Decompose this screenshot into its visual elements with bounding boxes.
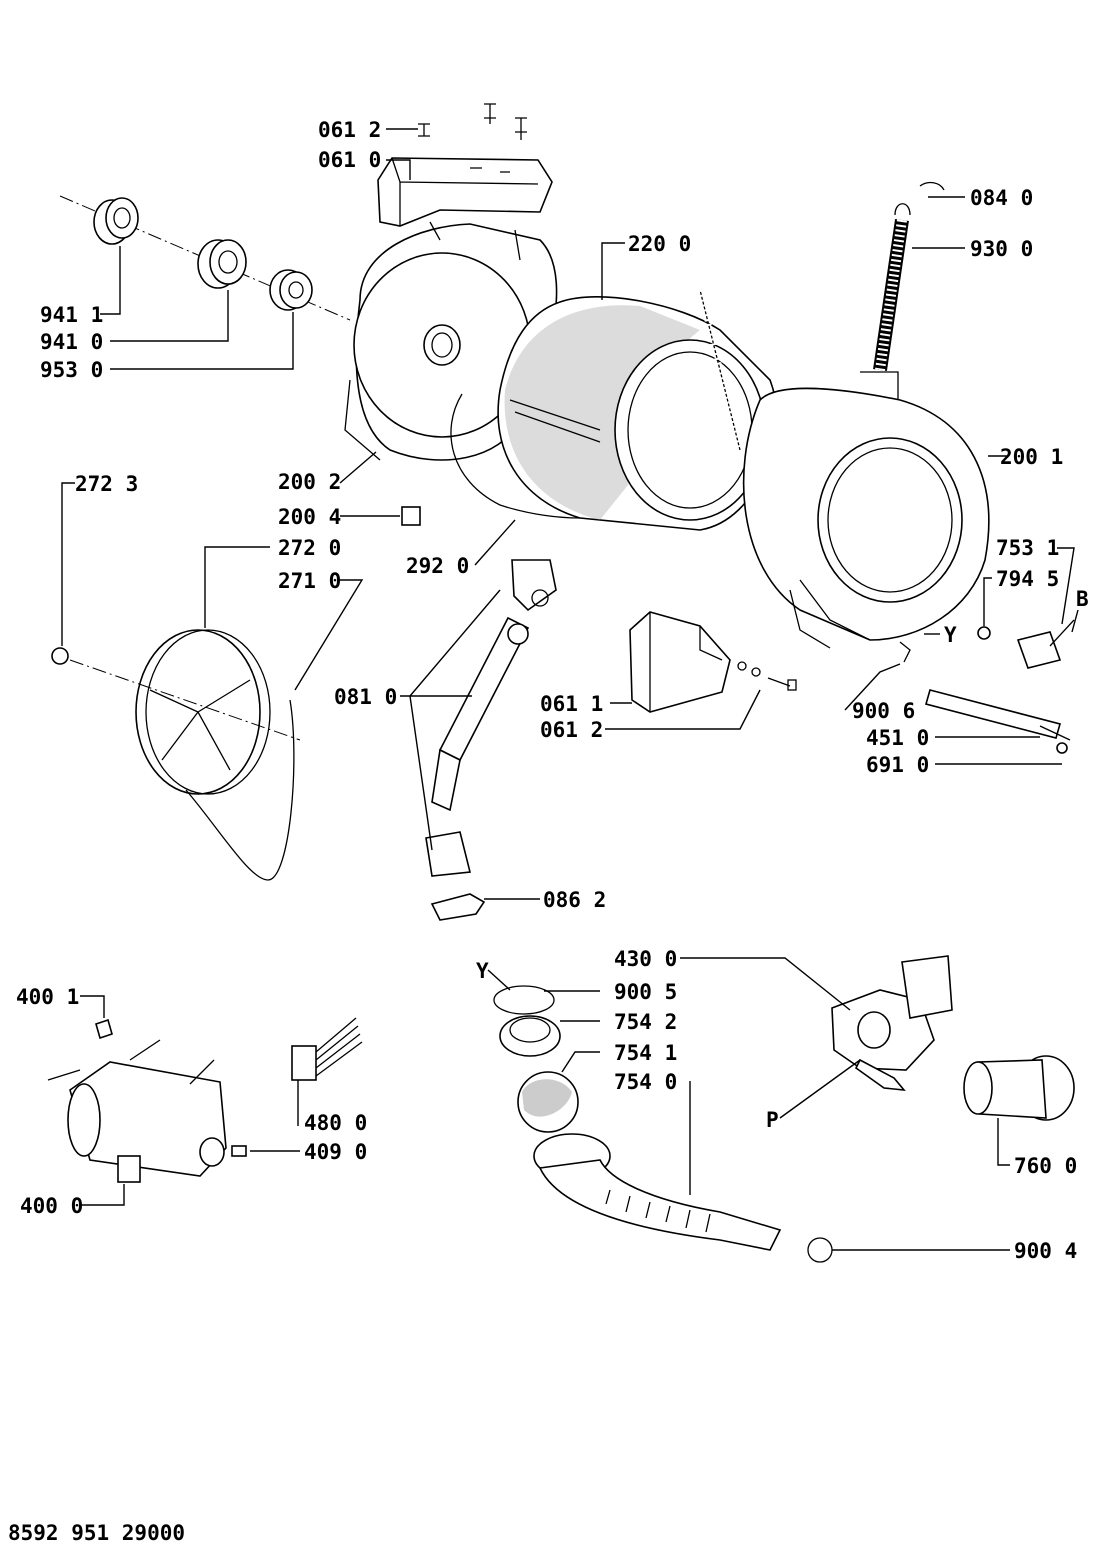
label-930-0: 930 0	[970, 237, 1033, 261]
sump-seal-754-2	[499, 1015, 561, 1057]
label-272-3: 272 3	[75, 472, 138, 496]
spring-hook-084-0	[919, 181, 945, 191]
label-941-0: 941 0	[40, 330, 103, 354]
motor-400-0	[47, 1039, 227, 1183]
sump-hose-754-0	[533, 1133, 782, 1251]
label-086-2: 086 2	[543, 888, 606, 912]
nut-691-0	[1056, 742, 1068, 754]
label-200-2: 200 2	[278, 470, 341, 494]
label-691-0: 691 0	[866, 753, 929, 777]
part-number-labels: 061 2 061 0 084 0 930 0 220 0 941 1 941 …	[8, 118, 1089, 1545]
drive-belt	[185, 699, 295, 881]
bolt-set-061-2	[737, 661, 797, 691]
label-451-0: 451 0	[866, 726, 929, 750]
damper-clip-086-2	[430, 893, 486, 921]
ball-valve-754-1	[517, 1071, 579, 1133]
motor-brush-409-0	[231, 1145, 247, 1157]
tub-seal-ring	[450, 393, 581, 519]
label-y-bottom: Y	[476, 959, 489, 983]
label-061-2-top: 061 2	[318, 118, 381, 142]
leader-lines	[61, 128, 1079, 1251]
pulley-axis-line	[69, 659, 301, 741]
clip-900-6	[899, 641, 911, 663]
label-y-top: Y	[944, 623, 957, 647]
label-480-0: 480 0	[304, 1111, 367, 1135]
label-200-1: 200 1	[1000, 445, 1063, 469]
label-900-6: 900 6	[852, 699, 915, 723]
foot-screws	[418, 103, 527, 140]
label-272-0: 272 0	[278, 536, 341, 560]
front-tub-half	[742, 371, 990, 649]
ntc-sensor-753-1	[1016, 619, 1075, 669]
clamp-900-5	[493, 985, 555, 1015]
label-061-1: 061 1	[540, 692, 603, 716]
connector-480-0	[291, 1017, 363, 1081]
clamp-900-4	[807, 1237, 833, 1263]
label-400-1: 400 1	[16, 985, 79, 1009]
drum-pulley	[135, 629, 271, 795]
label-400-0: 400 0	[20, 1194, 83, 1218]
label-754-2: 754 2	[614, 1010, 677, 1034]
suspension-spring-930-0	[873, 203, 911, 372]
counterweight-block-061-1	[629, 611, 731, 713]
pulley-nut	[51, 647, 69, 665]
label-794-5: 794 5	[996, 567, 1059, 591]
label-753-1: 753 1	[996, 536, 1059, 560]
label-p: P	[766, 1108, 779, 1132]
counterweight-part	[377, 157, 553, 227]
bearing-953-0	[269, 269, 313, 311]
label-409-0: 409 0	[304, 1140, 367, 1164]
drum	[497, 296, 777, 531]
drain-pump-430-0	[831, 955, 953, 1091]
label-061-0: 061 0	[318, 148, 381, 172]
filter-760-0	[963, 1055, 1075, 1121]
label-b: B	[1076, 587, 1089, 611]
label-220-0: 220 0	[628, 232, 691, 256]
label-200-4: 200 4	[278, 505, 341, 529]
label-081-0: 081 0	[334, 685, 397, 709]
grommet-794-5	[977, 626, 991, 640]
label-271-0: 271 0	[278, 569, 341, 593]
label-953-0: 953 0	[40, 358, 103, 382]
shock-absorber	[425, 559, 557, 877]
motor-bush-400-1	[95, 1018, 113, 1040]
label-061-2-mid: 061 2	[540, 718, 603, 742]
label-760-0: 760 0	[1014, 1154, 1077, 1178]
label-292-0: 292 0	[406, 554, 469, 578]
label-941-1: 941 1	[40, 303, 103, 327]
label-900-5: 900 5	[614, 980, 677, 1004]
suspension-spring-left	[697, 289, 743, 451]
heater-451-0	[925, 689, 1071, 741]
label-084-0: 084 0	[970, 186, 1033, 210]
tub-clip-200-4	[401, 506, 421, 526]
label-754-0: 754 0	[614, 1070, 677, 1094]
document-number: 8592 951 29000	[8, 1521, 185, 1545]
bearing-941-0	[197, 239, 247, 289]
label-754-1: 754 1	[614, 1041, 677, 1065]
label-900-4: 900 4	[1014, 1239, 1077, 1263]
bearing-941-1	[93, 197, 139, 245]
label-430-0: 430 0	[614, 947, 677, 971]
